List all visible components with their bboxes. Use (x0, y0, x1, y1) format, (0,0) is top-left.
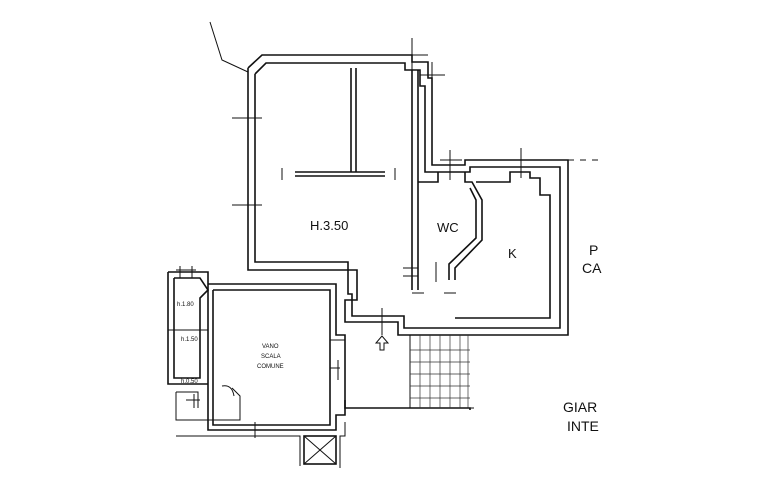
shaft-cross-icon (303, 435, 337, 465)
stair-label-comune: COMUNE (257, 364, 284, 370)
kitchen-walls (455, 171, 551, 319)
edge-label-p: P (589, 242, 598, 258)
left-annex (167, 266, 241, 421)
height-label-180: h.1.80 (177, 302, 194, 308)
edge-label-ca: CA (582, 260, 602, 276)
main-room-label: H.3.50 (310, 218, 348, 233)
boundary-lines (209, 21, 249, 73)
bottom-boundary (176, 422, 346, 468)
kitchen-label: K (508, 246, 517, 261)
stair-label-scala: SCALA (261, 354, 281, 360)
wc-label: WC (437, 220, 459, 235)
edge-label-giar: GIAR (563, 399, 597, 415)
edge-label-inte: INTE (567, 418, 599, 434)
wc-walls (412, 172, 483, 294)
height-label-050: h.0.50 (181, 379, 198, 385)
height-label-150: h.1.50 (181, 337, 198, 343)
stairwell (207, 283, 346, 438)
windows (232, 38, 538, 335)
outdoor-stairs (344, 335, 474, 410)
arrow-up-icon (374, 335, 390, 351)
interior-walls (281, 68, 419, 290)
stair-label-vano: VANO (262, 344, 279, 350)
